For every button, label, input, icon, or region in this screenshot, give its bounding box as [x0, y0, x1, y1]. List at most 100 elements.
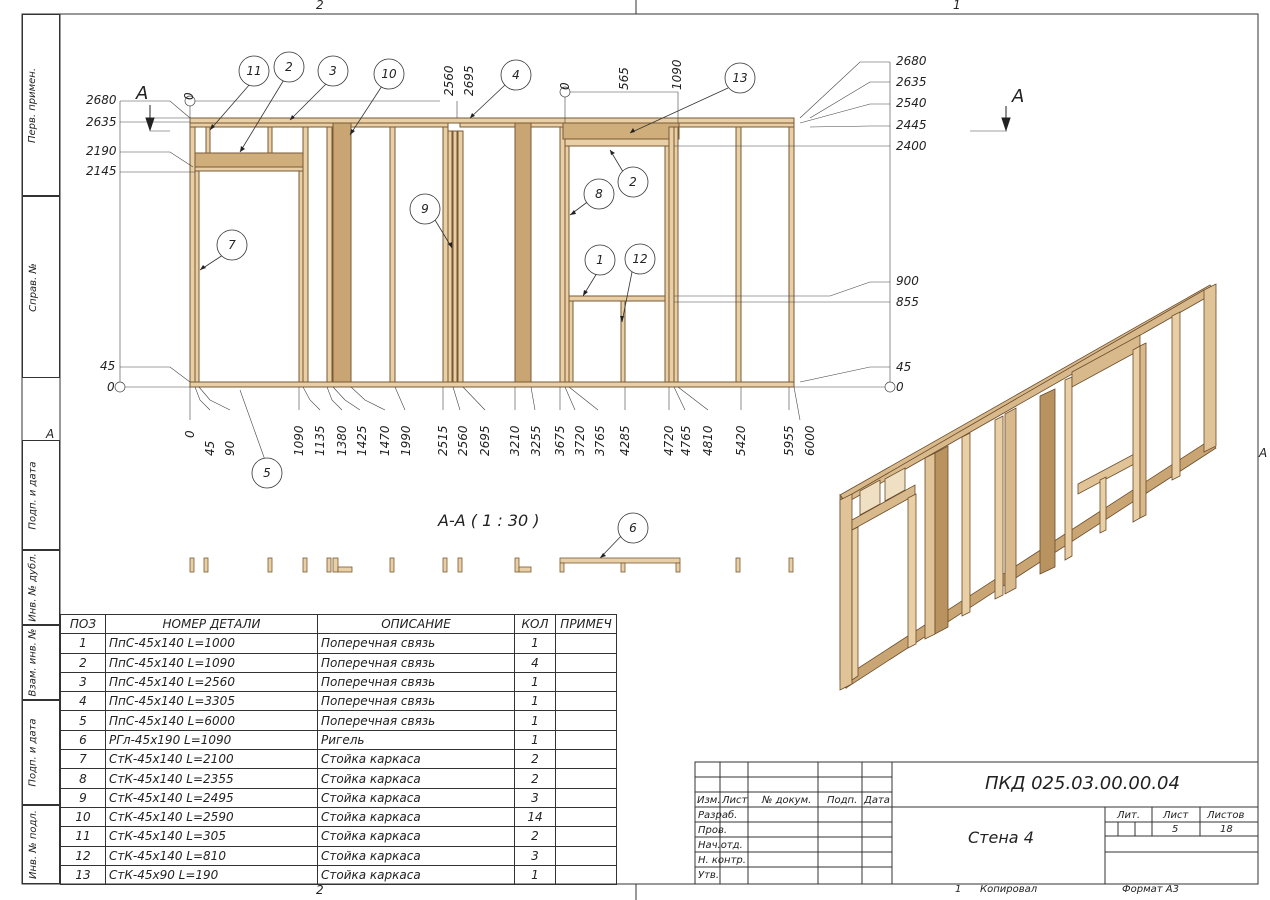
- bottom-dim: 1470: [378, 425, 392, 456]
- spec-cell-qty: 2: [514, 826, 556, 847]
- spec-cell-desc: Ригель: [317, 729, 515, 751]
- top-dim: 0: [182, 92, 196, 100]
- spec-cell-qty: 1: [514, 633, 556, 654]
- tb-col-izm: Изм.: [697, 795, 721, 806]
- spec-cell-note: [555, 729, 617, 751]
- bottom-dim: 0: [183, 430, 197, 438]
- spec-cell-desc: Стойка каркаса: [317, 806, 515, 828]
- spec-cell-qty: 1: [514, 671, 556, 693]
- callout-5: 5: [251, 457, 283, 489]
- callout-7: 7: [216, 229, 248, 261]
- spec-cell-qty: 1: [514, 729, 556, 751]
- callout-label: 5: [263, 466, 271, 480]
- title-block-grid: [694, 761, 1259, 885]
- callout-2: 2: [617, 166, 649, 198]
- spec-cell-desc: Поперечная связь: [317, 652, 515, 673]
- height-left: 2190: [86, 144, 117, 158]
- tb-sheet: 5: [1172, 824, 1179, 835]
- zone-label-left-a: A: [46, 427, 55, 441]
- height-right: 855: [896, 295, 919, 309]
- tb-col-data: Дата: [864, 795, 890, 806]
- stamp-podp-data-2: Подп. и дата: [22, 700, 60, 805]
- col-note: ПРИМЕЧ: [555, 613, 617, 635]
- spec-cell-pos: 4: [60, 691, 106, 712]
- bottom-dim: 1990: [399, 425, 413, 456]
- height-left: 2680: [86, 93, 117, 107]
- top-dim: 2695: [462, 65, 476, 96]
- spec-header-row: ПОЗ НОМЕР ДЕТАЛИ ОПИСАНИЕ КОЛ ПРИМЕЧ: [60, 613, 617, 635]
- bottom-dim: 1425: [355, 425, 369, 456]
- tb-role: Н. контр.: [698, 855, 746, 866]
- spec-cell-part: РГл-45х190 L=1090: [105, 729, 318, 751]
- spec-cell-desc: Стойка каркаса: [317, 787, 515, 808]
- bottom-dim: 1380: [335, 425, 349, 456]
- callout-2: 2: [273, 51, 305, 83]
- height-right: 900: [896, 274, 919, 288]
- tb-col-podp: Подп.: [827, 795, 858, 806]
- spec-cell-pos: 11: [60, 826, 106, 847]
- section-mark-left: A: [136, 83, 149, 104]
- spec-cell-pos: 2: [60, 652, 106, 673]
- top-dim: 0: [558, 82, 572, 90]
- bottom-dim: 3210: [508, 425, 522, 456]
- spec-cell-desc: Стойка каркаса: [317, 845, 515, 866]
- spec-cell-part: СтК-45х90 L=190: [105, 864, 318, 886]
- callout-label: 4: [512, 68, 520, 82]
- callout-circle: [617, 166, 649, 198]
- height-right: 45: [896, 360, 912, 374]
- spec-cell-pos: 10: [60, 806, 106, 828]
- bottom-dim: 2515: [436, 425, 450, 456]
- spec-cell-note: [555, 710, 617, 731]
- bottom-dim: 1135: [313, 425, 327, 456]
- spec-cell-desc: Стойка каркаса: [317, 864, 515, 886]
- bottom-dim: 5420: [734, 425, 748, 456]
- tb-sheets: 18: [1220, 824, 1233, 835]
- callout-label: 1: [596, 253, 604, 267]
- bottom-dim: 3765: [593, 425, 607, 456]
- tb-sheet-label: Лист: [1163, 810, 1189, 821]
- zone-label-top-left: 2: [316, 0, 324, 12]
- tb-col-list: Лист: [722, 795, 748, 806]
- spec-cell-desc: Поперечная связь: [317, 691, 515, 712]
- tb-footer-zone: 1: [955, 884, 962, 895]
- callout-label: 7: [228, 238, 236, 252]
- spec-cell-desc: Поперечная связь: [317, 633, 515, 654]
- wall-elevation: [189, 117, 795, 388]
- spec-cell-desc: Стойка каркаса: [317, 768, 515, 789]
- top-dim: 1090: [670, 59, 684, 90]
- bottom-dim: 6000: [803, 425, 817, 456]
- callout-circle: [251, 457, 283, 489]
- col-pos: ПОЗ: [60, 613, 106, 635]
- callout-label: 3: [329, 64, 337, 78]
- zone-label-bottom-left: 2: [316, 883, 324, 897]
- bottom-dim: 3720: [573, 425, 587, 456]
- spec-cell-part: СтК-45х140 L=2355: [105, 768, 318, 789]
- spec-cell-pos: 6: [60, 729, 106, 751]
- dimension-lines: [119, 61, 1007, 461]
- callout-circle: [238, 55, 270, 87]
- callout-1: 1: [584, 244, 616, 276]
- tb-role: Утв.: [698, 870, 719, 881]
- spec-cell-note: [555, 671, 617, 693]
- spec-cell-part: СтК-45х140 L=2100: [105, 749, 318, 770]
- callout-label: 2: [285, 60, 293, 74]
- spec-cell-note: [555, 691, 617, 712]
- section-mark-right: A: [1012, 86, 1025, 107]
- callout-circle: [273, 51, 305, 83]
- bottom-dim: 4285: [618, 425, 632, 456]
- spec-cell-part: СтК-45х140 L=2495: [105, 787, 318, 808]
- spec-cell-part: СтК-45х140 L=2590: [105, 806, 318, 828]
- height-left: 0: [107, 380, 115, 394]
- callout-circle: [216, 229, 248, 261]
- spec-cell-qty: 1: [514, 710, 556, 731]
- height-right: 2445: [896, 118, 927, 132]
- bottom-dim: 3675: [553, 425, 567, 456]
- callout-circle: [373, 58, 405, 90]
- col-part: НОМЕР ДЕТАЛИ: [105, 613, 318, 635]
